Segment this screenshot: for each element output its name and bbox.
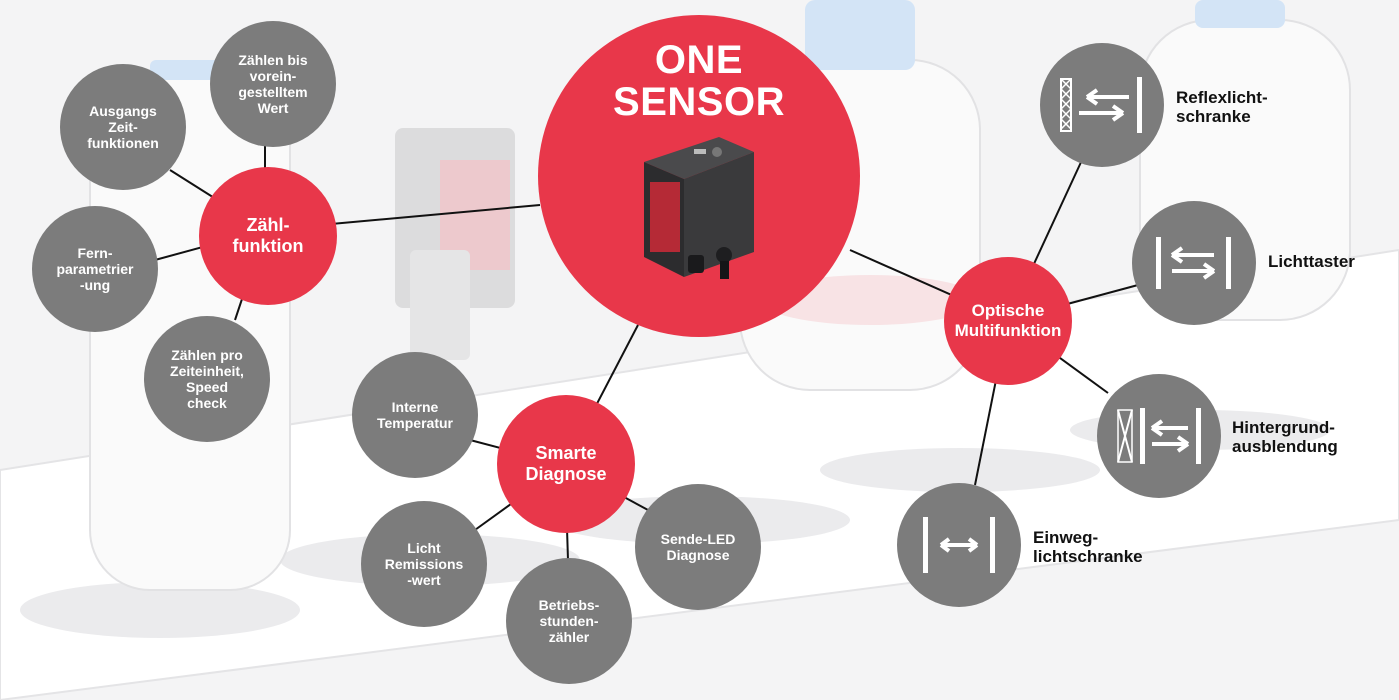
optical-item-through-beam-label: Einweg- lichtschranke: [1033, 528, 1143, 566]
diagnosis-item-remission-label: Licht Remissions -wert: [384, 540, 464, 588]
optical-item-diffuse-node: [1132, 201, 1256, 325]
counting-item-preset-label: Zählen bis vorein- gestelltem Wert: [238, 52, 308, 116]
center-title: ONE SENSOR: [613, 38, 785, 124]
diagnosis-item-temperature-label: Interne Temperatur: [377, 399, 453, 431]
diagnosis-item-temperature-node: Interne Temperatur: [352, 352, 478, 478]
diagnosis-item-hours-label: Betriebs- stunden- zähler: [538, 597, 600, 645]
hub-counting-node: Zähl- funktion: [199, 167, 337, 305]
diagnosis-item-remission-node: Licht Remissions -wert: [361, 501, 487, 627]
optical-item-background-node: [1097, 374, 1221, 498]
counting-item-output-timing-node: Ausgangs Zeit- funktionen: [60, 64, 186, 190]
diagnosis-item-led-label: Sende-LED Diagnose: [660, 531, 736, 563]
hub-counting-label: Zähl- funktion: [232, 215, 304, 256]
counting-item-speed-node: Zählen pro Zeiteinheit, Speed check: [144, 316, 270, 442]
optical-item-reflex-node: [1040, 43, 1164, 167]
optical-item-reflex-label: Reflexlicht- schranke: [1176, 88, 1268, 126]
diagnosis-item-led-node: Sende-LED Diagnose: [635, 484, 761, 610]
optical-item-diffuse-label: Lichttaster: [1268, 252, 1355, 271]
center-one-sensor-node: ONE SENSOR: [538, 15, 860, 337]
sensor-device-image: [644, 137, 754, 279]
through-beam-icon: [923, 517, 995, 573]
diffuse-sensor-icon: [1156, 237, 1231, 289]
counting-item-output-timing-label: Ausgangs Zeit- funktionen: [87, 103, 159, 151]
counting-item-preset-node: Zählen bis vorein- gestelltem Wert: [210, 21, 336, 147]
hub-diagnosis-node: Smarte Diagnose: [497, 395, 635, 533]
counting-item-remote-label: Fern- parametrier -ung: [56, 245, 134, 293]
optical-item-through-beam-node: [897, 483, 1021, 607]
optical-item-background-label: Hintergrund- ausblendung: [1232, 418, 1338, 456]
counting-item-remote-node: Fern- parametrier -ung: [32, 206, 158, 332]
background-suppression-icon: [1117, 408, 1201, 464]
reflex-light-barrier-icon: [1060, 77, 1142, 133]
hub-diagnosis-label: Smarte Diagnose: [525, 443, 607, 484]
hub-optical-label: Optische Multifunktion: [954, 301, 1062, 340]
hub-optical-node: Optische Multifunktion: [944, 257, 1072, 385]
counting-item-speed-label: Zählen pro Zeiteinheit, Speed check: [170, 347, 244, 411]
diagnosis-item-hours-node: Betriebs- stunden- zähler: [506, 558, 632, 684]
